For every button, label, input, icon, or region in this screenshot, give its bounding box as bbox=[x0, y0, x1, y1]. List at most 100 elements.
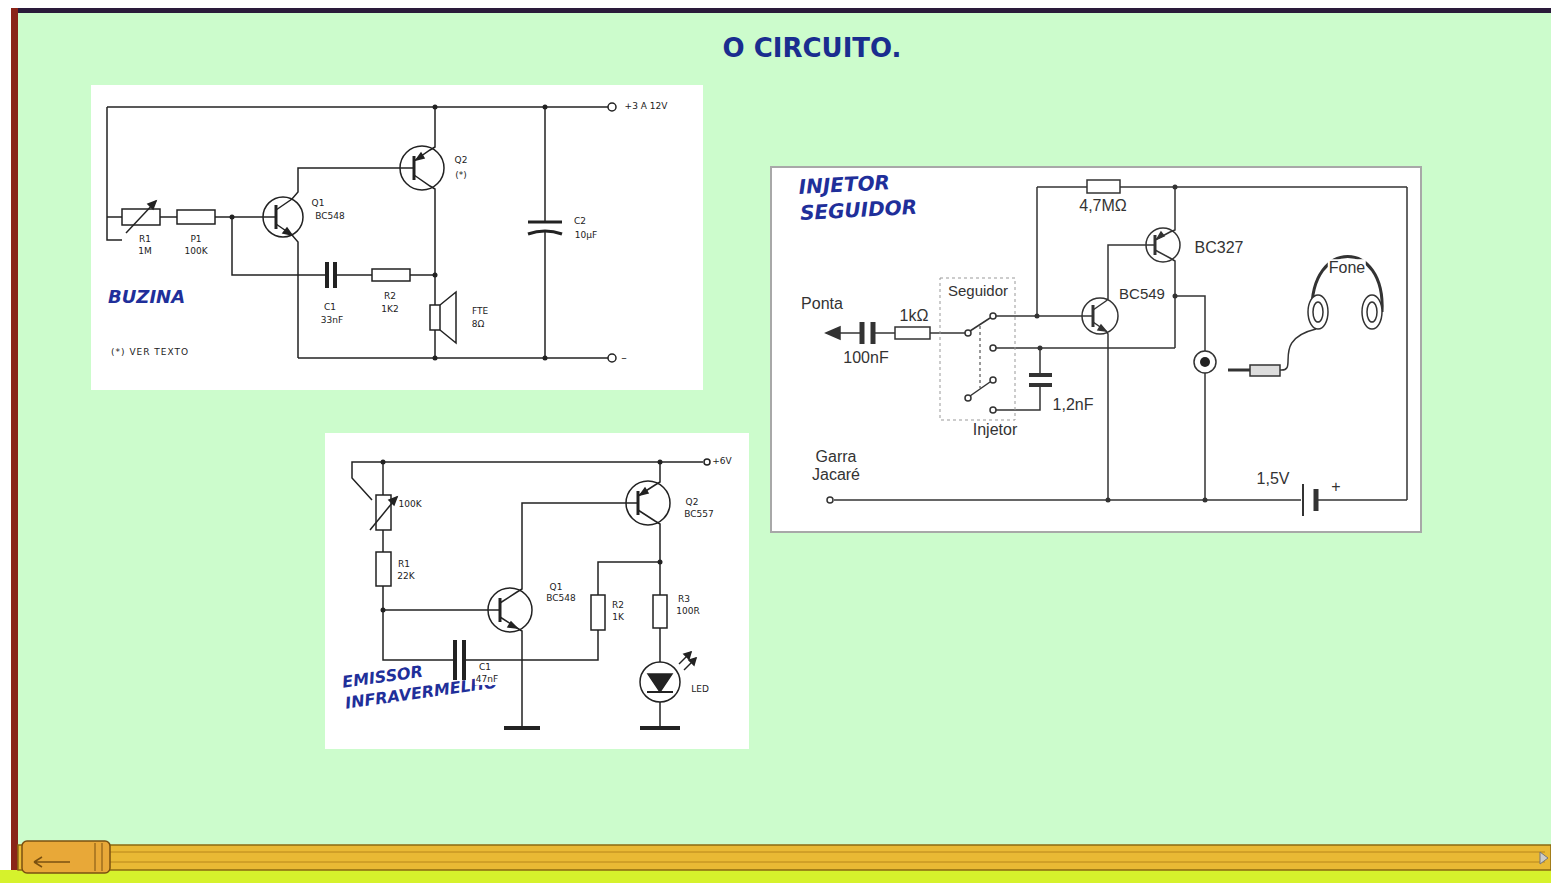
part-name: Q1 bbox=[549, 583, 564, 593]
injetor-circuit bbox=[834, 499, 1301, 501]
buzina-circuit bbox=[336, 274, 372, 276]
supply-label: +3 A 12V bbox=[624, 102, 669, 112]
emissor-circuit bbox=[653, 595, 667, 628]
injetor-circuit bbox=[1035, 185, 1208, 503]
part-value: 100R bbox=[675, 607, 700, 617]
part-value: 10µF bbox=[574, 231, 598, 241]
emissor-circuit bbox=[508, 622, 517, 628]
injetor-circuit bbox=[1203, 498, 1208, 503]
panel-ground bbox=[91, 85, 1422, 749]
buzina-circuit bbox=[608, 354, 616, 362]
part-value: 1K2 bbox=[380, 305, 399, 315]
switch-label: Injetor bbox=[972, 421, 1018, 439]
buzina-circuit bbox=[107, 103, 616, 362]
buzina-circuit bbox=[544, 231, 546, 358]
buzina-circuit bbox=[177, 210, 215, 224]
buzina-circuit bbox=[410, 274, 435, 276]
injetor-circuit bbox=[1280, 329, 1316, 370]
part-value: 100K bbox=[183, 247, 208, 257]
emissor-circuit bbox=[659, 702, 661, 726]
injetor-circuit bbox=[990, 345, 996, 351]
part-name: R2 bbox=[383, 292, 397, 302]
injetor-circuit bbox=[1036, 187, 1038, 316]
injetor-circuit bbox=[1106, 498, 1111, 503]
emissor-circuit bbox=[638, 462, 660, 496]
polarity-mark: + bbox=[1330, 478, 1341, 496]
buzina-circuit bbox=[608, 103, 616, 111]
injetor-circuit bbox=[1120, 186, 1407, 188]
injetor-circuit bbox=[1314, 489, 1319, 511]
injetor-circuit bbox=[996, 347, 1175, 349]
part-name: R2 bbox=[611, 601, 625, 611]
emissor-circuit bbox=[383, 609, 500, 611]
emissor-circuit bbox=[684, 652, 691, 659]
buzina-circuit bbox=[325, 262, 329, 288]
injetor-circuit bbox=[1250, 365, 1280, 376]
part-value: 100nF bbox=[842, 349, 889, 367]
page-frame bbox=[22, 841, 110, 873]
page-frame bbox=[11, 8, 18, 872]
injetor-circuit bbox=[840, 332, 861, 334]
injetor-circuit bbox=[1228, 369, 1250, 372]
buzina-circuit bbox=[298, 357, 608, 359]
injetor-circuit bbox=[1318, 499, 1407, 501]
emissor-circuit bbox=[376, 552, 391, 586]
page-frame bbox=[11, 8, 1551, 13]
injetor-circuit bbox=[1313, 302, 1323, 322]
emissor-circuit bbox=[381, 608, 386, 613]
injetor-circuit bbox=[1029, 373, 1052, 377]
page-frame bbox=[110, 852, 1545, 853]
buzina-circuit bbox=[230, 215, 235, 220]
emissor-panel: EMISSOR INFRAVERMELHO bbox=[325, 433, 749, 749]
injetor-circuit bbox=[970, 318, 990, 331]
injetor-circuit bbox=[1406, 187, 1408, 500]
emissor-circuit bbox=[647, 691, 673, 693]
buzina-circuit bbox=[414, 175, 435, 305]
buzina-circuit bbox=[433, 105, 438, 110]
part-value: 47nF bbox=[475, 675, 499, 685]
injetor-circuit bbox=[996, 315, 1093, 317]
part-name: FTE bbox=[471, 307, 489, 317]
buzina-circuit bbox=[106, 107, 108, 217]
buzina-circuit bbox=[372, 269, 410, 281]
injetor-circuit bbox=[1173, 294, 1178, 299]
part-value: 4,7MΩ bbox=[1078, 197, 1128, 215]
panel-ground bbox=[325, 433, 749, 749]
injetor-circuit bbox=[826, 327, 840, 339]
buzina-circuit bbox=[276, 168, 414, 210]
emissor-circuit bbox=[679, 652, 691, 664]
buzina-circuit bbox=[148, 201, 156, 209]
buzina-circuit bbox=[528, 221, 562, 224]
part-name: R1 bbox=[138, 235, 152, 245]
buzina-circuit bbox=[215, 216, 276, 218]
page-frame bbox=[0, 870, 1551, 883]
injetor-circuit bbox=[1200, 357, 1210, 367]
injetor-circuit bbox=[930, 332, 965, 334]
emissor-circuit bbox=[598, 562, 660, 595]
injetor-circuit bbox=[871, 322, 876, 344]
page-frame bbox=[95, 843, 96, 871]
injetor-circuit bbox=[940, 278, 1015, 420]
emissor-circuit bbox=[684, 658, 696, 670]
part-name: Fone bbox=[1328, 259, 1366, 277]
buzina-circuit bbox=[440, 292, 456, 343]
emissor-circuit bbox=[488, 588, 532, 632]
part-value: 1,5V bbox=[1256, 470, 1291, 488]
emissor-circuit bbox=[500, 503, 638, 603]
emissor-circuit bbox=[689, 658, 696, 665]
page-frame bbox=[18, 845, 1551, 870]
panel-ground bbox=[770, 166, 1422, 533]
buzina-circuit bbox=[400, 146, 444, 190]
injetor-circuit bbox=[990, 313, 996, 319]
emissor-circuit bbox=[381, 460, 386, 465]
part-name: C2 bbox=[573, 217, 587, 227]
emissor-circuit bbox=[504, 726, 540, 730]
injetor-circuit bbox=[1302, 484, 1304, 516]
part-value: 33nF bbox=[320, 316, 344, 326]
emissor-circuit bbox=[648, 674, 672, 692]
emissor-circuit bbox=[704, 459, 710, 465]
page-title: O CIRCUITO. bbox=[723, 33, 902, 63]
part-name: Q2 bbox=[685, 498, 700, 508]
buzina-circuit bbox=[544, 107, 546, 222]
